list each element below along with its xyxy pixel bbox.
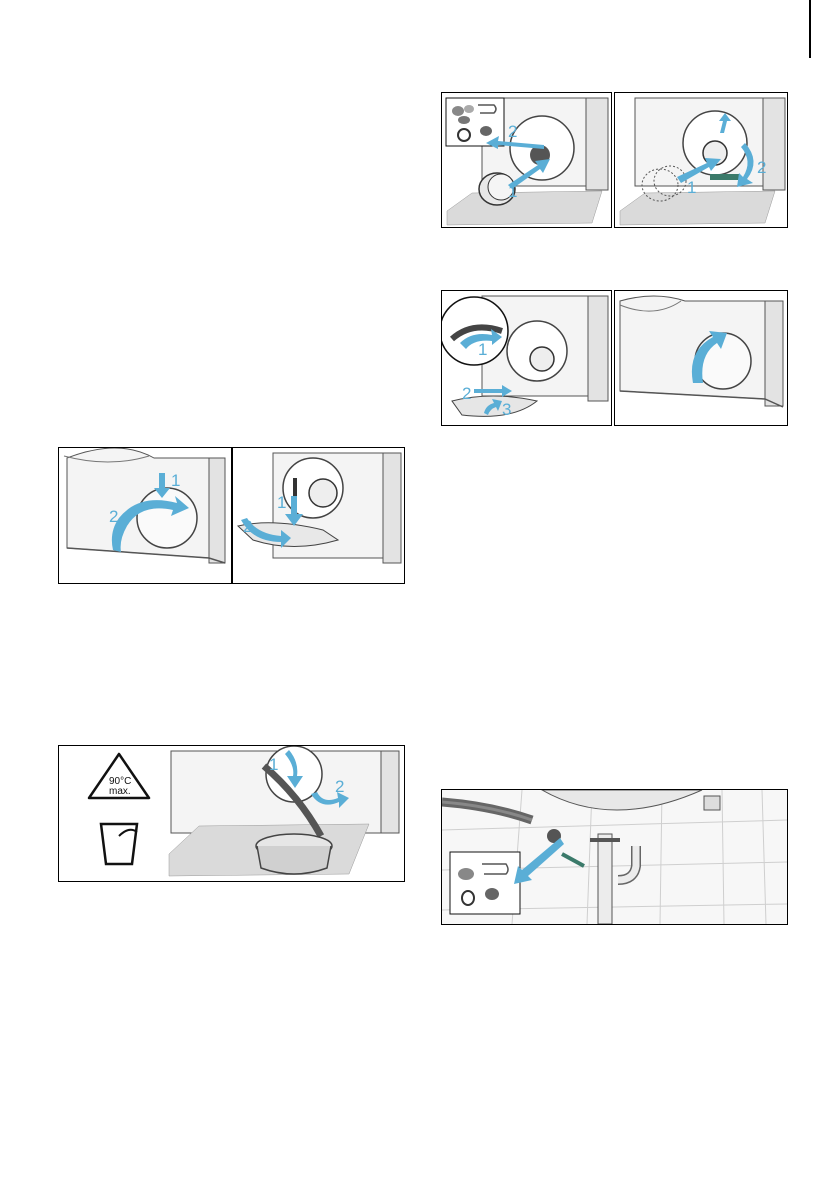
step-1-label: 1 bbox=[171, 471, 180, 490]
pump-cap bbox=[309, 479, 337, 507]
page-edge-rule bbox=[809, 0, 811, 58]
step-2-label: 2 bbox=[462, 384, 471, 403]
figure-reinsert-pump: 1 2 bbox=[614, 92, 788, 228]
figure-siphon-drain bbox=[441, 789, 788, 925]
temp-limit-unit: max. bbox=[109, 786, 131, 797]
step-1-label: 1 bbox=[687, 178, 696, 197]
step-1-label: 1 bbox=[478, 340, 487, 359]
figure-reattach-hose: 1 2 3 bbox=[441, 290, 612, 426]
step-2-label: 2 bbox=[243, 517, 252, 536]
figure-open-flap: 1 2 bbox=[58, 447, 232, 584]
step-1-label: 1 bbox=[269, 755, 278, 774]
bucket-icon bbox=[101, 824, 137, 864]
figure-drain-water: 90°C max. 1 2 bbox=[58, 745, 405, 882]
figure-close-flap bbox=[614, 290, 788, 426]
step-1-label: 1 bbox=[277, 493, 286, 512]
figure-unscrew-pump: 1 2 bbox=[441, 92, 612, 228]
step-2-label: 2 bbox=[335, 777, 344, 796]
step-2-label: 2 bbox=[757, 158, 766, 177]
pump-cap bbox=[530, 347, 554, 371]
step-2-label: 2 bbox=[109, 507, 118, 526]
step-3-label: 3 bbox=[502, 400, 511, 419]
step-2-label: 2 bbox=[508, 122, 517, 141]
figure-remove-flap: 1 2 bbox=[232, 447, 405, 584]
step-1-label: 1 bbox=[508, 182, 517, 201]
service-flap bbox=[137, 488, 197, 548]
